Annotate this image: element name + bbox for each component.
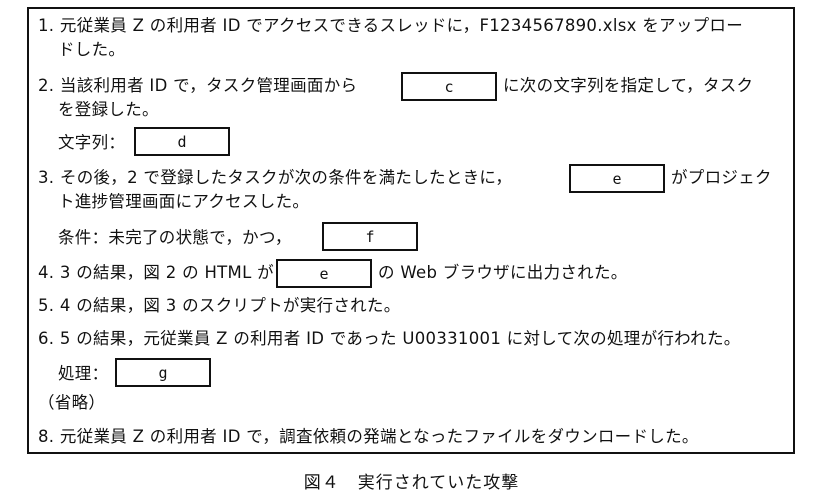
item-8: 8. 元従業員 Z の利用者 ID で，調査依頼の発端となったファイルをダウンロ… — [38, 427, 699, 446]
blank-c-label: c — [444, 77, 454, 96]
blank-f: f — [322, 222, 418, 251]
blank-g: g — [115, 358, 211, 387]
item-1-line-1: 1. 元従業員 Z の利用者 ID でアクセスできるスレッドに，F1234567… — [38, 16, 744, 35]
blank-d: d — [134, 127, 230, 156]
blank-d-label: d — [177, 132, 187, 151]
blank-e-1-label: e — [612, 169, 622, 188]
item-3-post: がプロジェク — [671, 168, 772, 187]
item-5: 5. 4 の結果，図 3 のスクリプトが実行された。 — [38, 296, 401, 315]
figure-caption: 図４ 実行されていた攻撃 — [303, 473, 520, 493]
figure-frame — [27, 7, 795, 454]
blank-e-2-label: e — [319, 264, 329, 283]
item-4-post: の Web ブラウザに出力された。 — [378, 263, 628, 282]
string-label: 文字列： — [58, 133, 126, 152]
blank-e-1: e — [569, 164, 665, 193]
process-label: 処理： — [58, 364, 109, 383]
item-2-line-2: を登録した。 — [58, 100, 159, 119]
blank-f-label: f — [365, 227, 375, 246]
item-4-pre: 4. 3 の結果，図 2 の HTML が — [38, 263, 274, 282]
item-2-pre: 2. 当該利用者 ID で，タスク管理画面から — [38, 76, 358, 95]
blank-c: c — [401, 72, 497, 101]
item-6: 6. 5 の結果，元従業員 Z の利用者 ID であった U00331001 に… — [38, 329, 741, 348]
item-2-post: に次の文字列を指定して，タスク — [503, 76, 754, 95]
blank-e-2: e — [276, 259, 372, 288]
item-3-pre: 3. その後，2 で登録したタスクが次の条件を満たしたときに， — [38, 168, 513, 187]
item-3-line-2: ト進捗管理画面にアクセスした。 — [58, 192, 310, 211]
blank-g-label: g — [158, 363, 168, 382]
condition-label: 条件：未完了の状態で，かつ， — [58, 228, 292, 247]
item-1-line-2: ドした。 — [58, 40, 126, 59]
omitted-note: （省略） — [38, 393, 106, 412]
